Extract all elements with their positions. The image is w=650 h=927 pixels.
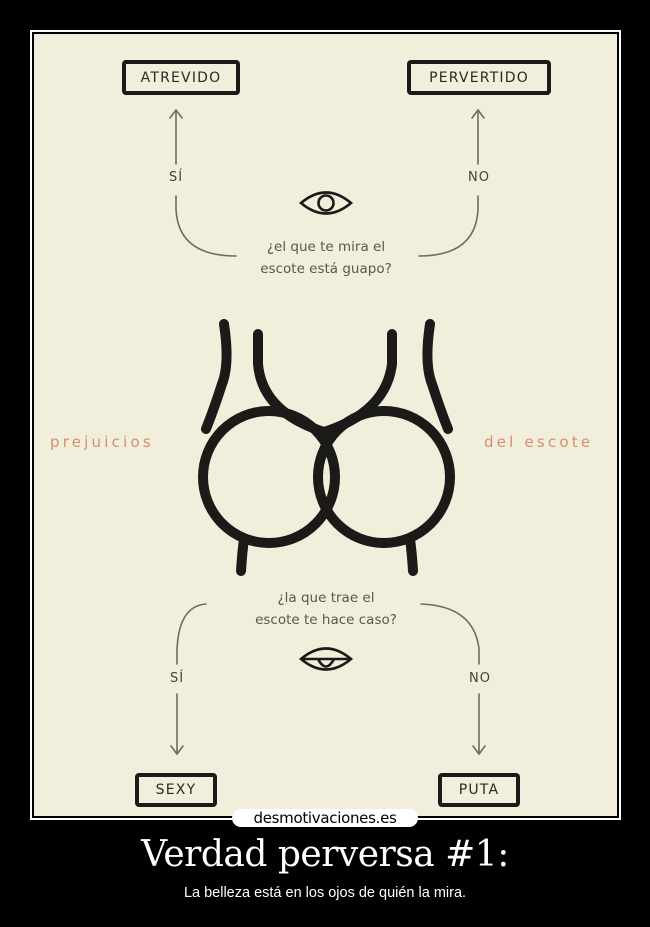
caption-subtitle: La belleza está en los ojos de quién la … [183, 885, 467, 901]
side-word-left: prejuicios [50, 433, 154, 451]
arrow-up-yes-head [169, 108, 183, 119]
bottom-question-line1: ¿la que trae el [277, 590, 375, 606]
top-question-line2: escote está guapo? [260, 261, 392, 277]
poster-frame: ATREVIDO PERVERTIDO SÍ NO ¿el que te mir… [30, 30, 621, 820]
result-pervertido: PERVERTIDO [407, 60, 551, 95]
curve-top-right [418, 195, 479, 257]
curve-bottom-right [420, 603, 480, 665]
answer-no-bottom: NO [469, 671, 491, 686]
half-closed-eye-icon [298, 647, 354, 671]
top-question-line1: ¿el que te mira el [266, 239, 386, 255]
arrow-down-yes-head [170, 745, 184, 756]
top-question: ¿el que te mira el escote está guapo? [206, 236, 446, 280]
answer-yes-top: SÍ [168, 170, 184, 185]
site-watermark: desmotivaciones.es [232, 809, 418, 827]
arrow-down-no-head [472, 745, 486, 756]
cleavage-outline-icon [198, 319, 455, 576]
caption-title: Verdad perversa #1: [141, 834, 509, 875]
open-eye-icon [298, 191, 354, 215]
side-word-right: del escote [484, 433, 594, 451]
answer-no-top: NO [468, 170, 490, 185]
result-puta: PUTA [438, 773, 520, 807]
answer-yes-bottom: SÍ [169, 671, 185, 686]
curve-top-left [175, 195, 237, 257]
poster-image: ATREVIDO PERVERTIDO SÍ NO ¿el que te mir… [34, 34, 617, 816]
curve-bottom-left [176, 603, 207, 665]
result-sexy: SEXY [135, 773, 217, 807]
arrow-up-no-head [471, 108, 485, 119]
result-atrevido: ATREVIDO [122, 60, 240, 95]
bottom-question: ¿la que trae el escote te hace caso? [206, 587, 446, 631]
bottom-question-line2: escote te hace caso? [255, 612, 397, 628]
diagram-lines [169, 108, 486, 756]
